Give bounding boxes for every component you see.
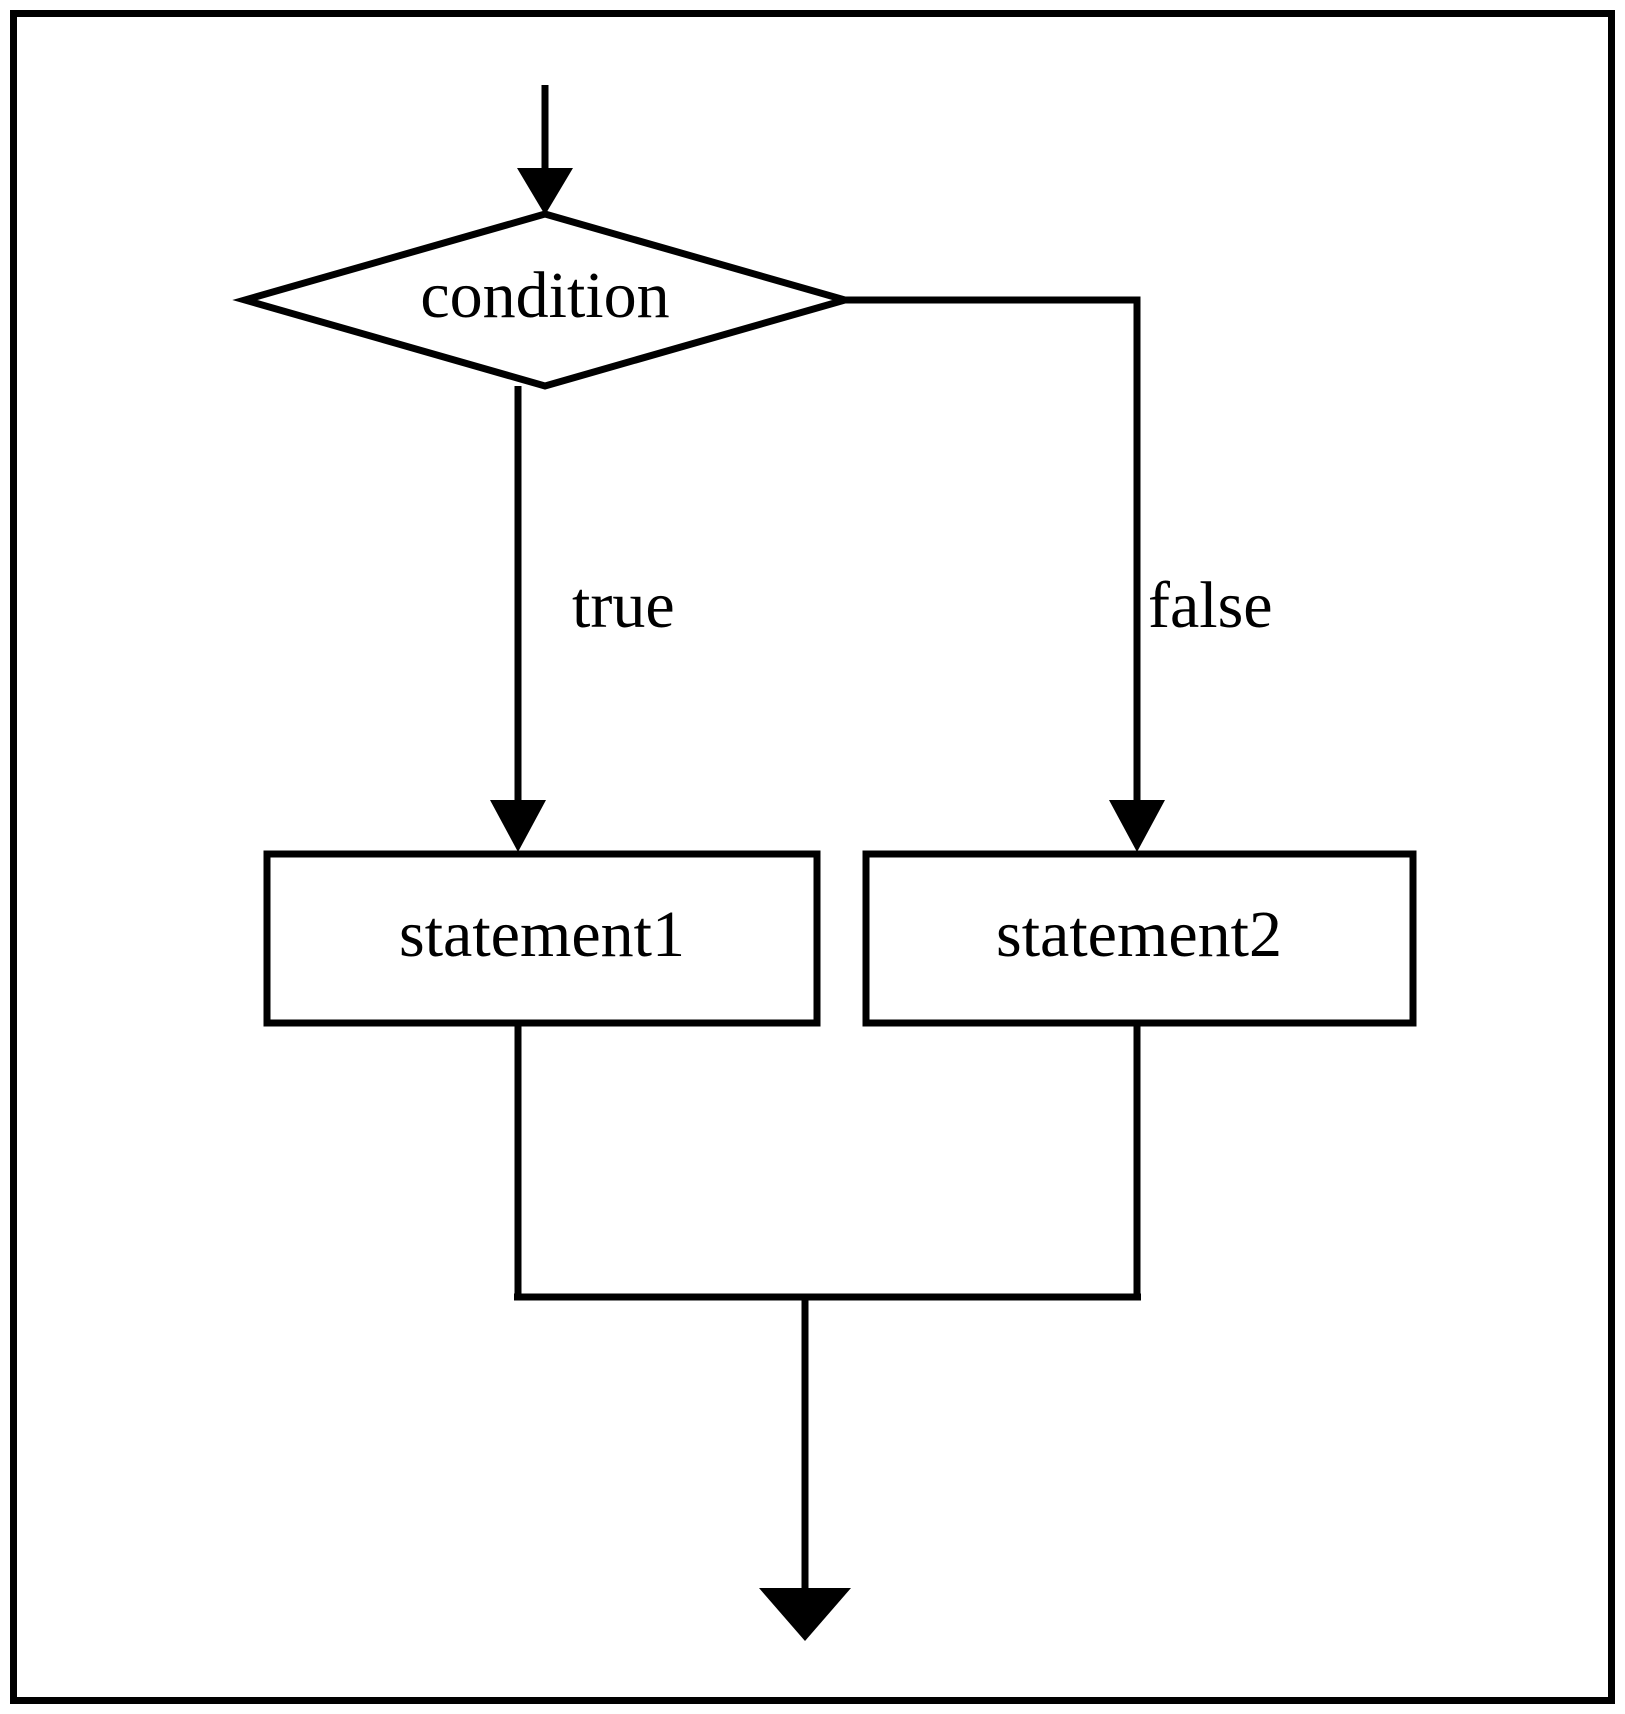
condition-label: condition bbox=[420, 259, 669, 332]
statement1-box-shape bbox=[263, 850, 821, 1027]
node-statement2[interactable]: statement2 bbox=[862, 850, 1417, 1027]
statement1-label: statement1 bbox=[399, 898, 685, 971]
edge-entry bbox=[517, 85, 573, 215]
true-branch-arrowhead bbox=[490, 800, 546, 852]
condition-diamond-shape bbox=[232, 210, 858, 390]
entry-arrowhead bbox=[517, 168, 573, 215]
node-condition[interactable]: condition bbox=[232, 210, 858, 390]
false-branch-arrowhead bbox=[1109, 800, 1165, 852]
true-branch-label: true bbox=[572, 569, 675, 642]
statement2-label: statement2 bbox=[996, 898, 1282, 971]
edge-true-branch: true bbox=[490, 386, 675, 852]
exit-arrowhead bbox=[759, 1588, 851, 1641]
edge-merge-exit bbox=[514, 1023, 1141, 1641]
node-statement1[interactable]: statement1 bbox=[263, 850, 821, 1027]
edge-false-branch: false bbox=[843, 296, 1273, 852]
false-branch-label: false bbox=[1148, 569, 1273, 642]
false-branch-line bbox=[843, 296, 1141, 805]
